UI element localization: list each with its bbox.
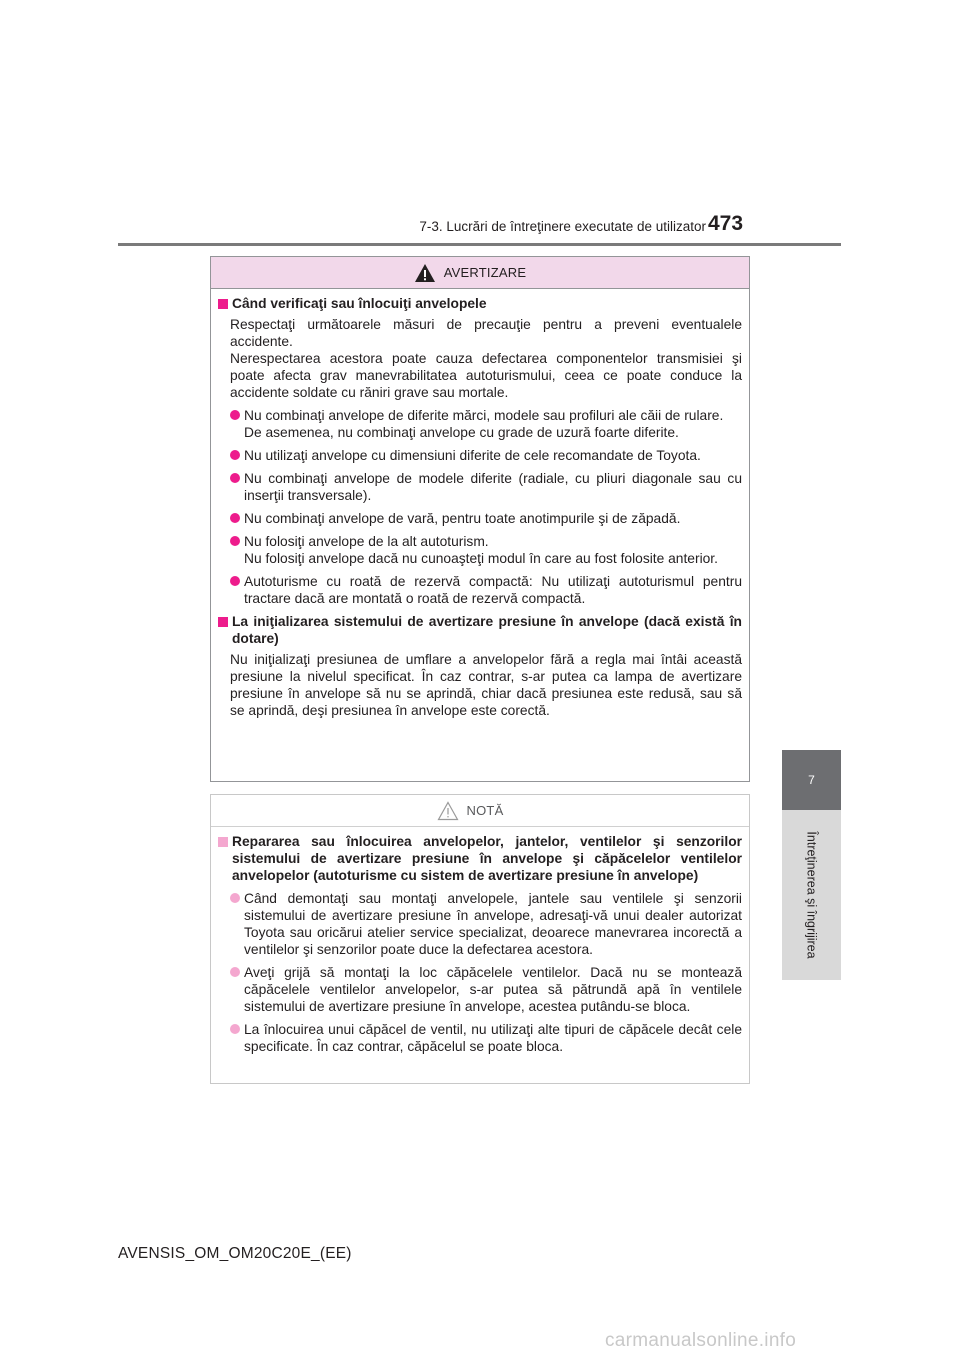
chapter-number: 7 bbox=[808, 773, 815, 787]
warning-bullet: Nu folosiţi anvelope de la alt autoturis… bbox=[230, 533, 742, 567]
notice-section-heading: Repararea sau înlocuirea anvelopelor, ja… bbox=[218, 833, 742, 884]
page-number: 473 bbox=[708, 212, 744, 235]
warning-bullet: Nu combinaţi anvelope de vară, pentru to… bbox=[230, 510, 742, 527]
section-square-icon bbox=[218, 299, 228, 309]
chapter-label: Întreţinerea şi îngrijirea bbox=[804, 831, 819, 959]
chapter-tab-strip bbox=[782, 810, 841, 980]
bullet-dot-icon bbox=[230, 1024, 240, 1034]
warning-bullet: Nu combinaţi anvelope de diferite mărci,… bbox=[230, 407, 742, 441]
document-code: AVENSIS_OM_OM20C20E_(EE) bbox=[118, 1245, 352, 1262]
warning-bullet: Nu combinaţi anvelope de modele diferite… bbox=[230, 470, 742, 504]
section-square-icon bbox=[218, 617, 228, 627]
section-square-icon bbox=[218, 837, 228, 847]
bullet-dot-icon bbox=[230, 576, 240, 586]
bullet-dot-icon bbox=[230, 967, 240, 977]
bullet-dot-icon bbox=[230, 893, 240, 903]
chapter-tab-label-wrap: Întreţinerea şi îngrijirea bbox=[782, 810, 841, 980]
warning-bullet: Autoturisme cu roată de rezervă compactă… bbox=[230, 573, 742, 607]
notice-bullet: La înlocuirea unui căpăcel de ventil, nu… bbox=[230, 1021, 742, 1055]
header-divider bbox=[118, 243, 841, 246]
notice-box-header: NOTĂ bbox=[211, 795, 749, 827]
warning-section-intro: Respectaţi următoarele măsuri de precauţ… bbox=[230, 317, 742, 400]
warning-section-heading: Când verificaţi sau înlocuiţi anvelopele bbox=[218, 295, 742, 312]
warning-bullet: Nu utilizaţi anvelope cu dimensiuni dife… bbox=[230, 447, 742, 464]
notice-box: NOTĂ Repararea sau înlocuirea anvelopelo… bbox=[210, 794, 750, 1084]
notice-title: NOTĂ bbox=[466, 803, 504, 818]
warning-title: AVERTIZARE bbox=[443, 265, 527, 280]
bullet-dot-icon bbox=[230, 473, 240, 483]
warning-triangle-icon bbox=[414, 263, 435, 282]
caution-outline-icon bbox=[437, 800, 459, 820]
bullet-dot-icon bbox=[230, 450, 240, 460]
notice-bullet: Aveţi grijă să montaţi la loc căpăcelele… bbox=[230, 964, 742, 1015]
warning-box-header: AVERTIZARE bbox=[211, 257, 749, 289]
warning-box-body: Când verificaţi sau înlocuiţi anvelopele… bbox=[211, 289, 749, 719]
warning-section-heading: La iniţializarea sistemului de avertizar… bbox=[218, 613, 742, 647]
warning-box: AVERTIZARE Când verificaţi sau înlocuiţi… bbox=[210, 256, 750, 782]
warning-section-intro: Nu iniţializaţi presiunea de umflare a a… bbox=[230, 652, 742, 718]
bullet-dot-icon bbox=[230, 410, 240, 420]
watermark-link[interactable]: carmanualsonline.info bbox=[605, 1330, 797, 1351]
running-header-title: 7-3. Lucrări de întreţinere executate de… bbox=[419, 219, 706, 234]
notice-box-body: Repararea sau înlocuirea anvelopelor, ja… bbox=[211, 827, 749, 1055]
chapter-tab[interactable]: 7 bbox=[782, 750, 841, 810]
notice-bullet: Când demontaţi sau montaţi anvelopele, j… bbox=[230, 890, 742, 958]
bullet-dot-icon bbox=[230, 536, 240, 546]
bullet-dot-icon bbox=[230, 513, 240, 523]
